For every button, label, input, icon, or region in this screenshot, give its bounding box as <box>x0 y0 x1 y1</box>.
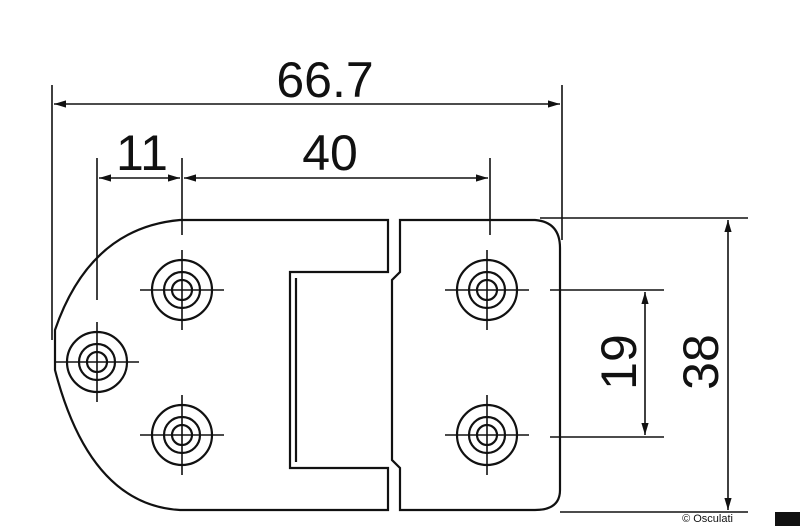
hole-bottom-left <box>140 395 224 475</box>
hole-bottom-right <box>445 395 529 475</box>
copyright-text: © Osculati <box>682 513 733 525</box>
left-plate-outline <box>53 218 390 512</box>
hole-top-right <box>445 250 529 330</box>
holes <box>55 250 529 475</box>
dim-label-offset: 11 <box>116 125 168 181</box>
dim-label-hole-spacing: 40 <box>302 125 358 181</box>
dim-label-overall-height: 38 <box>673 334 729 390</box>
right-plate-outline <box>390 218 562 512</box>
hole-middle-left <box>55 322 139 402</box>
hole-top-left <box>140 250 224 330</box>
dim-label-inner-height: 19 <box>591 334 647 390</box>
extension-lines <box>51 85 748 513</box>
copyright-block <box>775 512 800 526</box>
dimension-lines <box>54 100 732 510</box>
dim-label-overall-length: 66.7 <box>276 52 373 108</box>
